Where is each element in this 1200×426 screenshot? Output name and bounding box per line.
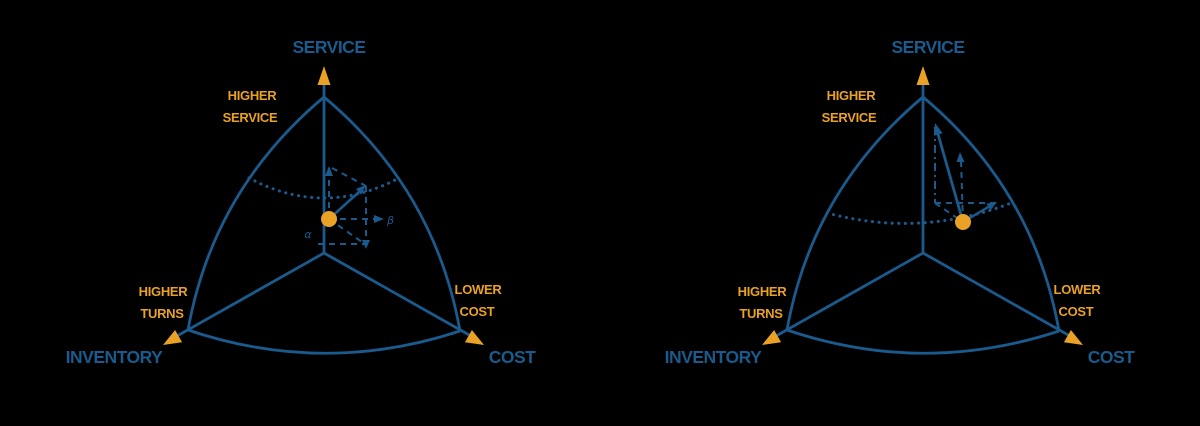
higher-service-label-line1: HIGHER (228, 88, 278, 103)
inventory-arrowhead-icon (163, 330, 183, 345)
tradeoff-frontier-arc (247, 176, 401, 200)
vector-construction-left: α β (304, 166, 394, 249)
cost-axis (323, 251, 472, 338)
inventory-label: INVENTORY (665, 347, 762, 367)
cost-arrowhead-icon (464, 330, 484, 345)
lower-cost-label-line2: COST (1059, 304, 1094, 319)
service-label: SERVICE (292, 37, 365, 57)
higher-service-label-line1: HIGHER (827, 88, 877, 103)
triangle-side-bottom (786, 328, 1060, 355)
higher-turns-label-line1: HIGHER (738, 284, 788, 299)
service-arrowhead-icon (317, 66, 331, 85)
higher-service-label-line2: SERVICE (822, 110, 877, 125)
angle-annotation: α (304, 228, 312, 241)
resultant-arrowhead-icon (355, 185, 366, 195)
resultant-vector-arrow (936, 133, 965, 223)
projection-arrowhead-down-icon (362, 240, 370, 249)
higher-service-label-line2: SERVICE (223, 110, 278, 125)
projection-line-diagonal (328, 218, 363, 243)
triangle-side-right (323, 95, 462, 332)
cost-component-arrowhead-icon (374, 215, 384, 223)
service-arrowhead-icon (916, 66, 930, 85)
operating-point-dot (955, 214, 971, 230)
lower-cost-label-line1: LOWER (455, 282, 503, 297)
inventory-axis (176, 251, 325, 338)
cost-axis (922, 251, 1071, 338)
projection-line-top (331, 167, 367, 187)
cost-label: COST (1088, 347, 1135, 367)
service-label: SERVICE (891, 37, 964, 57)
inventory-label: INVENTORY (66, 347, 163, 367)
cost-label: COST (489, 347, 536, 367)
lower-cost-label-line2: COST (460, 304, 495, 319)
vector-construction-right (934, 123, 997, 230)
operating-point-dot (321, 211, 337, 227)
higher-turns-label-line2: TURNS (140, 306, 184, 321)
cost-arrowhead-icon (1063, 330, 1083, 345)
higher-turns-label-line2: TURNS (739, 306, 783, 321)
triangle-side-bottom (187, 328, 461, 355)
inventory-axis (775, 251, 924, 338)
service-component-arrowhead-icon (956, 152, 965, 162)
diagram-left: α β SERVICE INVENTORY COST HIGHER SERVIC… (66, 37, 537, 367)
inventory-arrowhead-icon (762, 330, 782, 345)
diagram-right: SERVICE INVENTORY COST HIGHER SERVICE HI… (665, 37, 1136, 367)
cost-component-arrowhead-icon (986, 202, 997, 211)
lower-cost-label-line1: LOWER (1054, 282, 1102, 297)
higher-turns-label-line1: HIGHER (139, 284, 189, 299)
service-component-arrowhead-icon (325, 166, 333, 176)
triangle-side-right (922, 95, 1061, 332)
resultant-arrowhead-icon (934, 123, 943, 136)
tradeoff-frontier-arc (825, 201, 1013, 225)
component-annotation: β (386, 214, 394, 227)
projection-line-to-dot (934, 202, 961, 221)
triangle-side-left (785, 95, 924, 331)
triangle-side-left (186, 95, 325, 331)
